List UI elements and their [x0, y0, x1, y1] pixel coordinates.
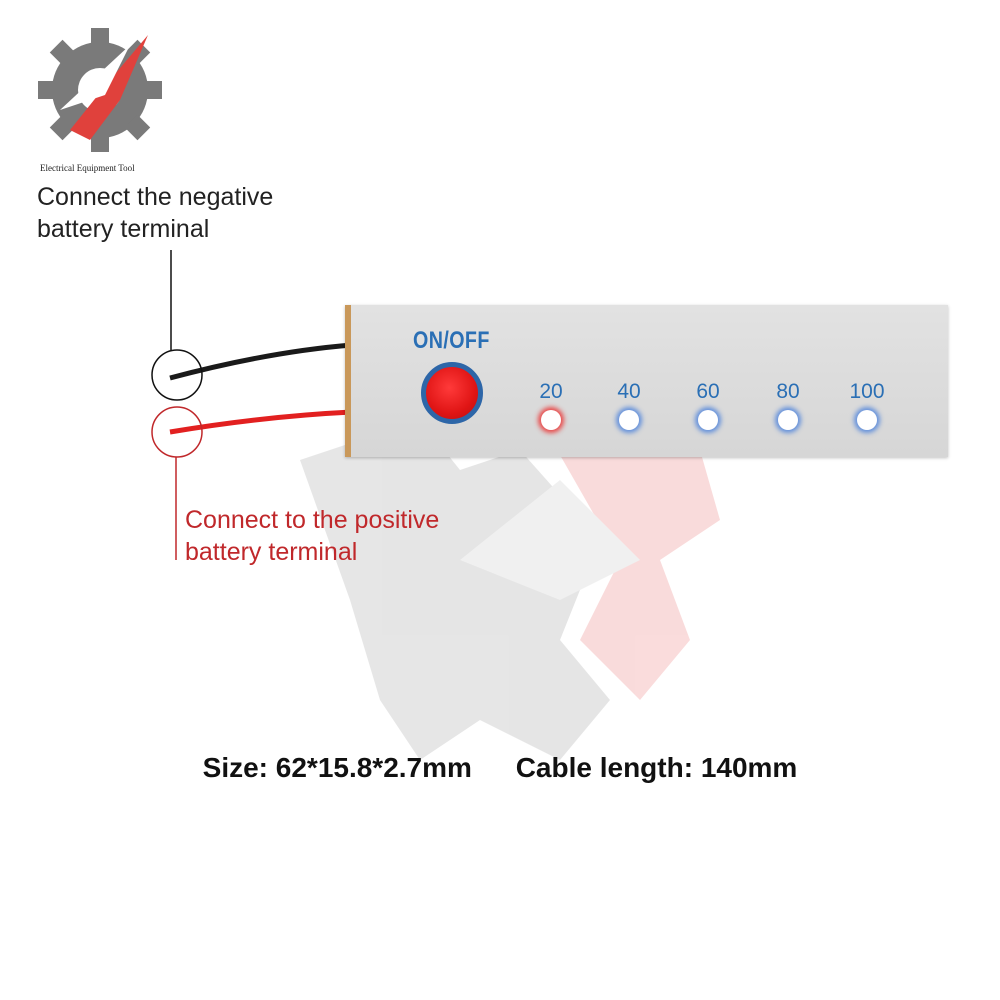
- size-spec: Size: 62*15.8*2.7mm: [202, 752, 472, 783]
- logo-caption: Electrical Equipment Tool: [40, 163, 135, 173]
- led-label: 100: [849, 380, 885, 403]
- power-button[interactable]: [421, 362, 483, 424]
- led-indicator-icon: [778, 410, 798, 430]
- led-label: 60: [696, 380, 720, 403]
- red-wire: [169, 409, 353, 435]
- positive-terminal-label: Connect to the positive battery terminal: [185, 504, 439, 568]
- led-indicator-icon: [698, 410, 718, 430]
- negative-label-line2: battery terminal: [37, 215, 210, 243]
- negative-label-line1: Connect the negative: [37, 183, 274, 211]
- led-indicator-icon: [619, 410, 639, 430]
- led-60: 60: [678, 380, 738, 430]
- led-80: 80: [758, 380, 818, 430]
- negative-callout-circle: [151, 349, 203, 401]
- onoff-label: ON/OFF: [413, 327, 490, 354]
- led-20: 20: [521, 380, 581, 430]
- led-label: 20: [539, 380, 563, 403]
- positive-label-line2: battery terminal: [185, 538, 358, 566]
- cable-length-spec: Cable length: 140mm: [515, 752, 798, 783]
- led-indicator-icon: [857, 410, 877, 430]
- led-indicator-icon: [541, 410, 561, 430]
- led-label: 80: [776, 380, 800, 403]
- led-100: 100: [837, 380, 897, 430]
- specs-text: Size: 62*15.8*2.7mm Cable length: 140mm: [0, 752, 1000, 784]
- black-wire: [169, 342, 353, 381]
- battery-indicator-board: ON/OFF 20 40 60 80 100: [345, 305, 948, 457]
- negative-terminal-label: Connect the negative battery terminal: [37, 181, 273, 245]
- led-label: 40: [617, 380, 641, 403]
- led-40: 40: [599, 380, 659, 430]
- positive-callout-circle: [151, 406, 203, 458]
- positive-label-line1: Connect to the positive: [185, 506, 440, 534]
- gear-logo-icon: [38, 28, 162, 152]
